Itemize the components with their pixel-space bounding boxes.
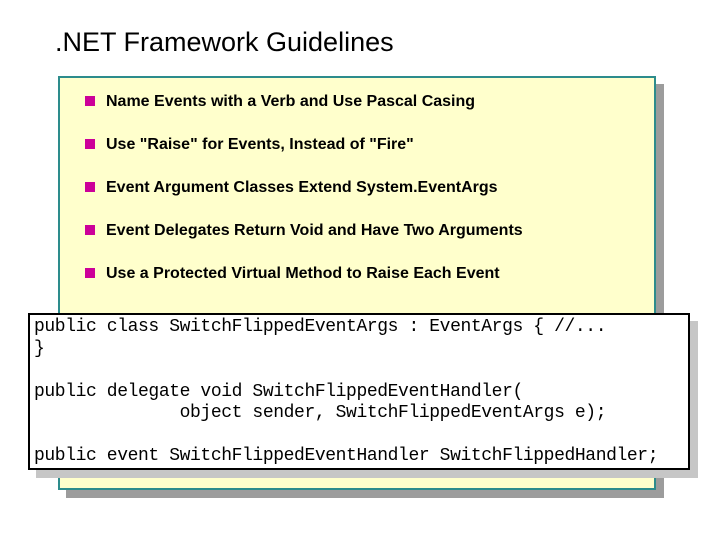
code-line (34, 360, 688, 382)
bullet-square-icon (85, 139, 95, 149)
bullet-item: Use "Raise" for Events, Instead of "Fire… (85, 136, 644, 153)
code-line (34, 425, 688, 447)
bullet-text: Event Delegates Return Void and Have Two… (106, 222, 523, 239)
bullet-text: Use "Raise" for Events, Instead of "Fire… (106, 136, 414, 153)
slide-title: .NET Framework Guidelines (55, 27, 394, 57)
bullet-item: Event Argument Classes Extend System.Eve… (85, 179, 644, 196)
bullet-square-icon (85, 182, 95, 192)
code-line: public event SwitchFlippedEventHandler S… (34, 446, 659, 466)
code-block: public class SwitchFlippedEventArgs : Ev… (30, 315, 688, 468)
bullet-text: Name Events with a Verb and Use Pascal C… (106, 93, 476, 110)
bullet-square-icon (85, 96, 95, 106)
code-line: public class SwitchFlippedEventArgs : Ev… (34, 317, 607, 337)
bullet-text: Use a Protected Virtual Method to Raise … (106, 265, 500, 282)
bullet-item: Name Events with a Verb and Use Pascal C… (85, 93, 644, 110)
bullet-item: Use a Protected Virtual Method to Raise … (85, 265, 644, 282)
bullet-list: Name Events with a Verb and Use Pascal C… (60, 78, 654, 282)
bullet-square-icon (85, 225, 95, 235)
code-panel: public class SwitchFlippedEventArgs : Ev… (28, 313, 690, 470)
bullet-item: Event Delegates Return Void and Have Two… (85, 222, 644, 239)
code-line: } (34, 338, 45, 359)
code-line: object sender, SwitchFlippedEventArgs e)… (34, 403, 607, 423)
bullet-text: Event Argument Classes Extend System.Eve… (106, 179, 498, 196)
bullet-square-icon (85, 268, 95, 278)
code-line: public delegate void SwitchFlippedEventH… (34, 381, 523, 402)
